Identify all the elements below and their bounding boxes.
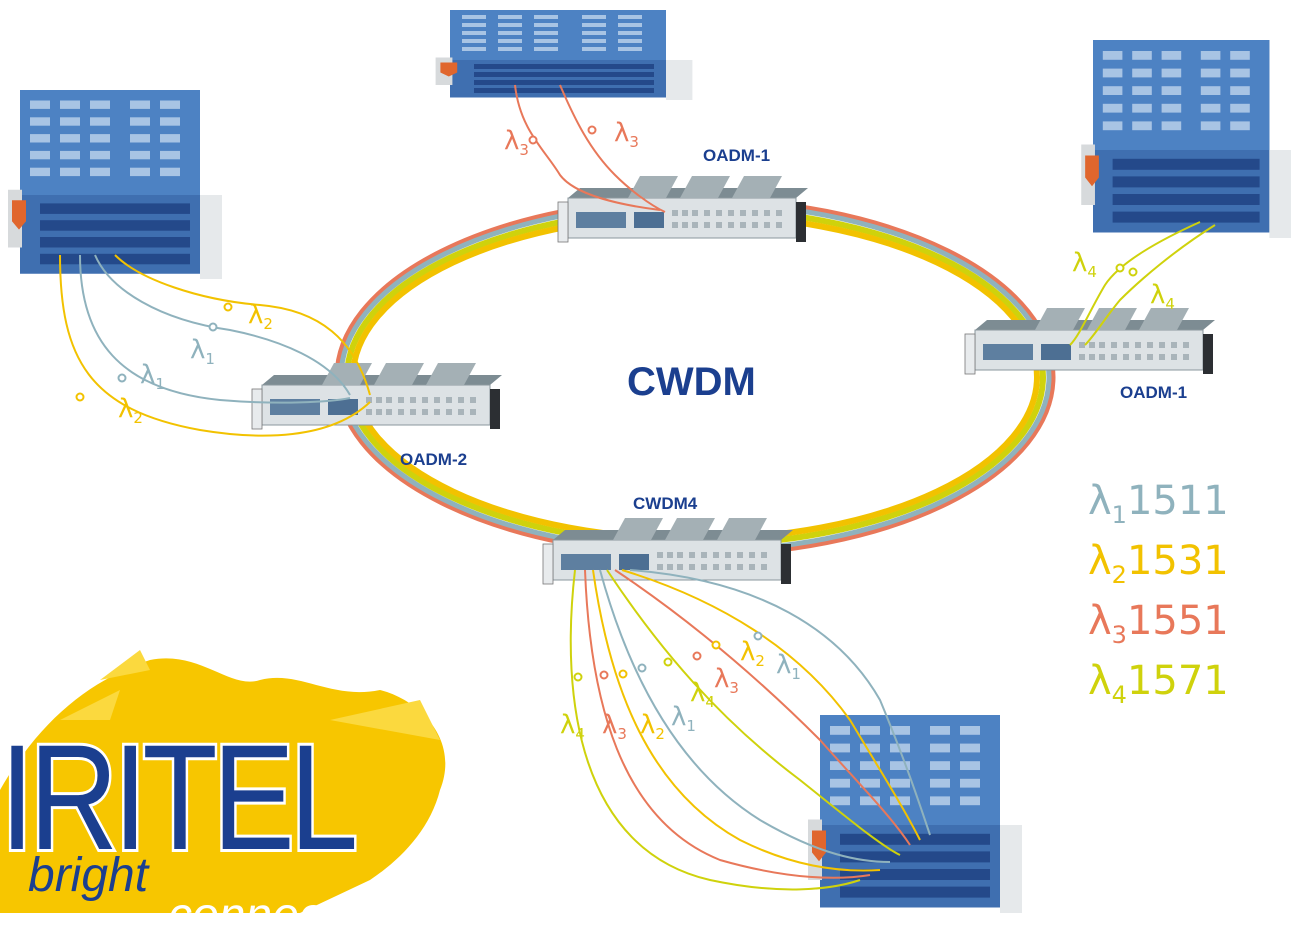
fiber-label: λ4 <box>1072 248 1097 282</box>
rack-oadm-left <box>251 362 503 430</box>
fiber-label: λ1 <box>140 360 165 394</box>
fiber-label: λ2 <box>740 637 765 671</box>
node-label-oadm-left: OADM-2 <box>400 450 468 469</box>
logo-wordmark: IRITEL <box>0 713 361 881</box>
fiber-label: λ1 <box>190 335 215 369</box>
fibers-right <box>1069 221 1216 346</box>
legend-item: λ41571 <box>1088 658 1229 709</box>
legend-item: λ21531 <box>1088 538 1229 589</box>
fiber-label: λ2 <box>640 710 665 744</box>
network-diagram: CWDM OADM-1 OADM-1 OADM-2 CWDM4 λ3 λ3 λ4… <box>0 10 1291 913</box>
fiber-label: λ3 <box>614 118 639 152</box>
node-label-oadm-right: OADM-1 <box>1120 383 1188 402</box>
rack-oadm-top <box>557 175 809 243</box>
fibers-top <box>514 84 666 213</box>
fiber-label: λ3 <box>602 710 627 744</box>
legend-item: λ11511 <box>1088 478 1229 529</box>
switch-right <box>1081 40 1291 238</box>
diagram-artwork <box>0 10 1291 913</box>
fibers-left <box>59 254 371 437</box>
switch-bottom <box>808 715 1022 913</box>
fiber-label: λ4 <box>690 678 715 712</box>
switch-left <box>8 90 222 279</box>
rack-oadm-right <box>964 307 1216 375</box>
center-label: CWDM <box>627 360 756 404</box>
fiber-label: λ1 <box>776 650 801 684</box>
fiber-label: λ3 <box>504 126 529 160</box>
fiber-label: λ4 <box>560 710 585 744</box>
fiber-label: λ4 <box>1150 280 1175 314</box>
fiber-label: λ1 <box>671 702 696 736</box>
node-label-oadm-top: OADM-1 <box>703 146 771 165</box>
fibers-bottom <box>569 569 931 891</box>
node-label-cwdm4: CWDM4 <box>633 494 698 513</box>
logo-tagline-cont: connection <box>168 889 401 942</box>
fiber-label: λ2 <box>118 394 143 428</box>
switch-top <box>435 10 693 100</box>
fiber-label: λ2 <box>248 300 273 334</box>
legend-item: λ31551 <box>1088 598 1229 649</box>
logo-brush <box>0 650 446 913</box>
logo-tagline: bright <box>28 849 149 902</box>
fiber-label: λ3 <box>714 664 739 698</box>
